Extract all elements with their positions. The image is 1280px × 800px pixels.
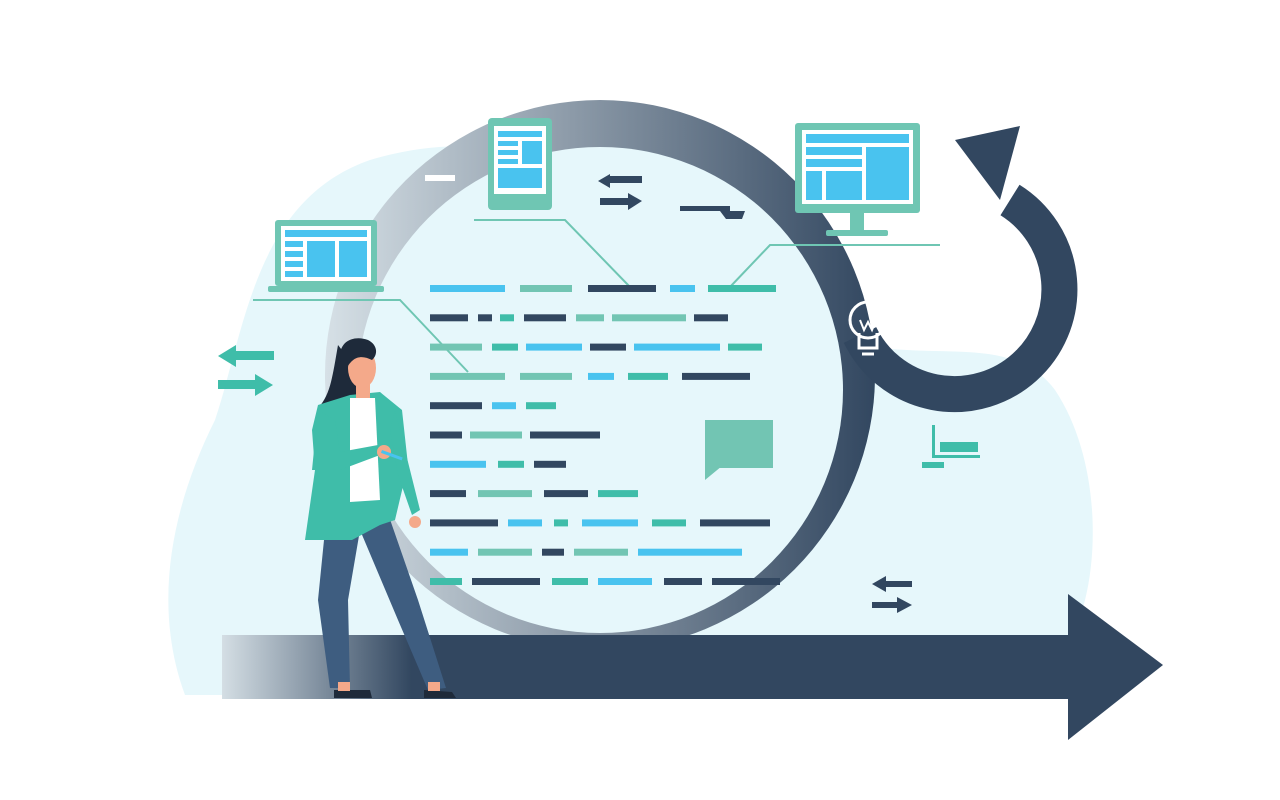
deco-dash xyxy=(425,175,455,181)
code-dash xyxy=(508,519,542,527)
code-dash xyxy=(430,460,486,468)
code-dash xyxy=(544,490,588,498)
code-dash xyxy=(638,548,742,556)
code-dash xyxy=(430,314,468,322)
code-dash xyxy=(430,402,482,410)
code-dash xyxy=(582,519,638,527)
code-lines xyxy=(430,285,780,585)
code-dash xyxy=(498,460,524,468)
cycle-arrow-icon xyxy=(843,126,1078,413)
code-dash xyxy=(478,490,532,498)
code-dash xyxy=(430,490,466,498)
code-dash xyxy=(492,343,518,351)
code-dash xyxy=(526,343,582,351)
woman-figure xyxy=(305,338,456,698)
code-dash xyxy=(652,519,686,527)
forward-arrow-icon xyxy=(222,594,1163,740)
code-dash xyxy=(712,578,780,585)
code-dash xyxy=(530,431,600,439)
code-dash xyxy=(612,314,686,322)
code-dash xyxy=(500,314,514,322)
code-dash xyxy=(708,285,776,292)
code-dash xyxy=(588,372,614,380)
code-dash xyxy=(430,372,505,380)
code-dash xyxy=(430,431,462,439)
code-dash xyxy=(574,548,628,556)
code-dash xyxy=(478,548,532,556)
code-dash xyxy=(552,578,588,585)
code-dash xyxy=(524,314,566,322)
code-dash xyxy=(430,519,498,527)
laptop-icon xyxy=(268,220,384,292)
code-dash xyxy=(430,548,468,556)
code-dash xyxy=(430,578,462,585)
code-dash xyxy=(478,314,492,322)
code-dash xyxy=(588,285,656,292)
code-dash xyxy=(700,519,770,527)
code-dash xyxy=(520,372,572,380)
code-dash xyxy=(598,578,652,585)
code-dash xyxy=(670,285,695,292)
desktop-monitor-icon xyxy=(795,123,920,236)
code-dash xyxy=(628,372,668,380)
code-dash xyxy=(526,402,556,410)
code-dash xyxy=(728,343,762,351)
code-dash xyxy=(430,343,482,351)
code-dash xyxy=(472,578,540,585)
deco-pen-line xyxy=(680,206,745,219)
cycle-ring-inner xyxy=(357,147,843,633)
swap-arrows-icon xyxy=(598,174,642,210)
code-dash xyxy=(520,285,572,292)
swap-arrows-icon xyxy=(218,345,274,396)
lightbulb-icon xyxy=(848,300,888,356)
code-dash xyxy=(664,578,702,585)
code-dash xyxy=(534,460,566,468)
code-dash xyxy=(634,343,720,351)
chat-bubble-icon xyxy=(705,420,773,480)
swap-arrows-icon xyxy=(872,576,912,613)
code-dash xyxy=(694,314,728,322)
code-dash xyxy=(590,343,626,351)
mini-chart-icon xyxy=(922,425,980,468)
tablet-icon xyxy=(488,118,552,210)
code-dash xyxy=(542,548,564,556)
code-dash xyxy=(554,519,568,527)
code-dash xyxy=(492,402,516,410)
code-dash xyxy=(470,431,522,439)
code-dash xyxy=(598,490,638,498)
code-dash xyxy=(682,372,750,380)
code-dash xyxy=(576,314,604,322)
code-dash xyxy=(430,285,505,292)
